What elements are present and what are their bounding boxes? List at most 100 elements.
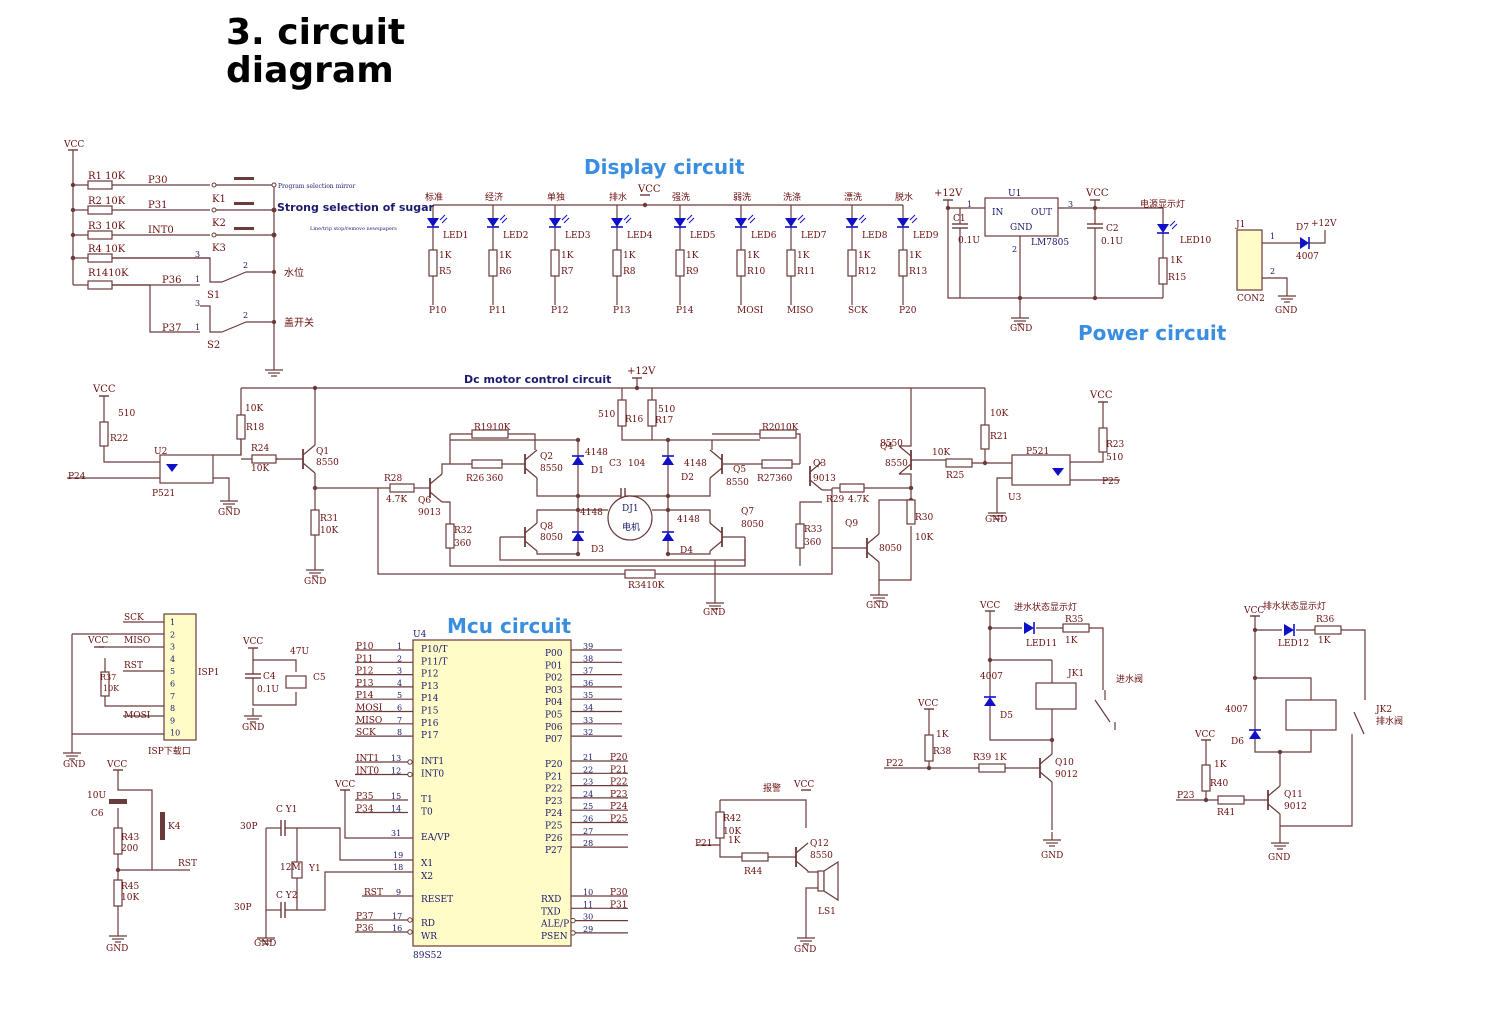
port-label: SCK: [848, 306, 868, 316]
label: 4.7K: [386, 495, 407, 505]
label: 4: [170, 655, 175, 664]
label: D4: [680, 546, 693, 556]
label: VCC: [1085, 188, 1109, 199]
label: 5: [170, 667, 175, 676]
label: K2: [212, 218, 226, 229]
port-label: P10: [429, 306, 447, 316]
label: D3: [591, 545, 604, 555]
label: RST: [124, 661, 143, 671]
label: R1910K: [474, 423, 511, 433]
label: 0.1U: [1101, 237, 1123, 247]
label: 进水阀: [1116, 673, 1143, 685]
led-icon: [674, 214, 695, 228]
led-icon: [846, 214, 867, 228]
label: 27: [583, 827, 593, 836]
resistor: [761, 459, 793, 469]
junction-dot: [1252, 675, 1258, 681]
label: SCK: [124, 613, 144, 623]
label: LED11: [1026, 639, 1057, 649]
label: P01: [545, 661, 563, 671]
label: R35: [1065, 615, 1084, 625]
label: P25: [545, 822, 563, 832]
label: R44: [744, 867, 763, 877]
label: R33: [804, 525, 823, 535]
label: P14: [421, 694, 439, 704]
port-label: P14: [676, 306, 694, 316]
switch-s2: [221, 321, 247, 333]
label: R2010K: [762, 423, 799, 433]
label: R30: [915, 513, 934, 523]
label: 4148: [684, 459, 707, 469]
label: R41: [1217, 808, 1235, 818]
label: P23: [1177, 791, 1195, 801]
resistor: [741, 852, 769, 862]
label: R7: [561, 267, 574, 277]
label: R38: [933, 747, 952, 757]
label: JK2: [1375, 705, 1392, 715]
section-title-power: Power circuit: [1078, 321, 1227, 345]
junction-dot: [575, 507, 581, 513]
ground-symbol: [988, 505, 1006, 520]
label: 4148: [677, 515, 700, 525]
resistor: [1062, 623, 1090, 633]
label: P27: [545, 846, 563, 856]
label: T1: [421, 795, 433, 805]
junction-dot: [926, 765, 932, 771]
port-label: P13: [613, 306, 631, 316]
label: R9: [686, 267, 699, 277]
resistor: [87, 230, 113, 240]
label: 8: [170, 704, 175, 713]
port-label: P20: [899, 306, 917, 316]
ground-symbol: [1271, 835, 1289, 850]
port-label: MOSI: [737, 306, 764, 316]
label: 360: [486, 474, 503, 484]
label: S1: [207, 290, 220, 301]
label: 30P: [240, 822, 258, 832]
junction-dot: [982, 460, 988, 466]
label: ALE/P: [540, 920, 569, 930]
label: C Y2: [276, 891, 297, 901]
label: 1: [967, 200, 972, 209]
junction-dot: [665, 507, 671, 513]
label: 8050: [879, 544, 902, 554]
label: C5: [313, 673, 326, 683]
label: 30P: [234, 903, 252, 913]
label: 200: [121, 844, 138, 854]
label: INT0: [421, 770, 444, 780]
label: 2: [397, 654, 402, 663]
label: GND: [106, 944, 128, 954]
junction-dot: [665, 493, 671, 499]
label: GND: [254, 939, 276, 949]
junction-dot: [1203, 797, 1209, 803]
transistor-icon: [524, 522, 538, 552]
label: RST: [178, 859, 197, 869]
label: GND: [63, 760, 85, 770]
label: Strong selection of sugar: [277, 201, 435, 214]
label: R37: [100, 673, 116, 682]
label: EA/VP: [421, 833, 450, 843]
resistor: [647, 399, 657, 427]
label: X2: [421, 872, 433, 882]
label: P37: [162, 323, 181, 334]
label: Q2: [540, 452, 553, 462]
label: 19: [393, 851, 403, 860]
label: P11/T: [421, 657, 448, 667]
diode-icon: [1300, 237, 1310, 249]
label: 排水状态显示灯: [1263, 600, 1326, 612]
label: 510: [118, 409, 135, 419]
label: 31: [391, 829, 401, 838]
label: 32: [583, 728, 593, 737]
section-title-mcu: Mcu circuit: [447, 614, 571, 638]
label: 12: [391, 767, 401, 776]
capacitor-icon: [280, 902, 286, 918]
label: P10/T: [421, 645, 448, 655]
label: Q5: [733, 465, 746, 475]
label: R43: [121, 833, 140, 843]
label: ISP1: [198, 668, 220, 678]
label: 报警: [763, 782, 781, 794]
label: 4007: [980, 672, 1003, 682]
label: 2: [1012, 245, 1017, 254]
resistor: [87, 280, 113, 290]
page-title: 3. circuit diagram: [226, 12, 406, 91]
mcu-chip-89s52: [412, 639, 572, 947]
